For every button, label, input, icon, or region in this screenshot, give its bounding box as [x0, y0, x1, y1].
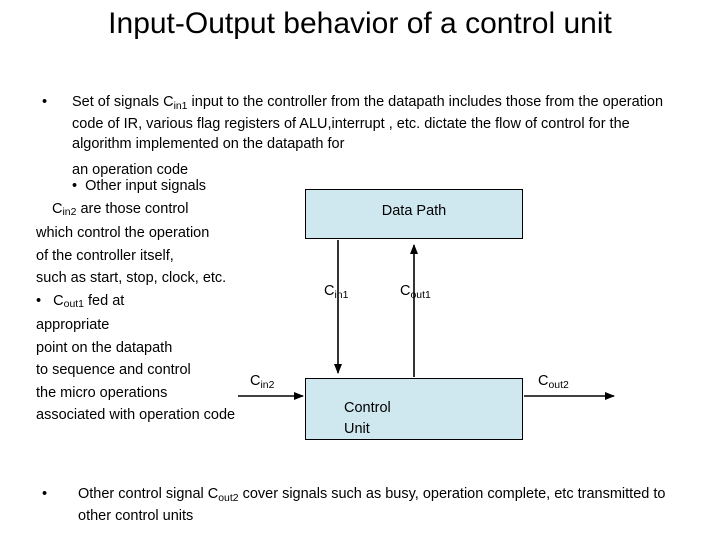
control-unit-label-line2: Unit — [344, 421, 370, 437]
datapath-box-label: Data Path — [381, 203, 447, 219]
list-item-label: point on the datapath — [36, 339, 173, 356]
label-cout2: Cout2 — [538, 373, 569, 391]
list-item: of the controller itself, — [36, 245, 336, 268]
datapath-box: Data Path — [305, 189, 523, 239]
list-item-label: of the controller itself, — [36, 247, 174, 264]
list-item: associated with operation code — [36, 404, 336, 427]
list-item-subscript: in2 — [62, 207, 77, 219]
bullet-1-continuation: an operation code — [72, 162, 189, 178]
list-item: point on the datapath — [36, 337, 336, 360]
list-item-label: associated with operation code — [36, 407, 236, 423]
list-item-label: which control the operation — [36, 225, 210, 241]
list-item: which control the operation — [36, 222, 336, 245]
bullet-2-text-part1: Other control signal C — [78, 486, 219, 502]
bullet-1-text: Set of signals Cin1 input to the control… — [72, 92, 684, 154]
label-cout2-sub: out2 — [548, 379, 569, 391]
label-cin1-base: C — [324, 283, 335, 299]
bullet-2-sub1: out2 — [218, 492, 239, 504]
label-cin2: Cin2 — [250, 373, 275, 391]
list-item-label: are those control — [76, 200, 189, 217]
list-item: the micro operations — [36, 382, 336, 405]
list-item-subscript: out1 — [63, 299, 84, 311]
list-item-label: fed at — [83, 292, 125, 309]
list-item-label: appropriate — [36, 317, 110, 333]
bullet-2-text-part2: cover signals such as busy, operation co… — [78, 486, 666, 524]
label-cout1: Cout1 — [400, 283, 431, 301]
bullet-1-text-part1: Set of signals C — [72, 94, 174, 110]
list-item: to sequence and control — [36, 359, 336, 382]
bullet-1-text-part2: input to the controller from the datapat… — [72, 94, 664, 152]
bullet-1-sub1: in1 — [173, 100, 188, 112]
label-cout2-base: C — [538, 373, 549, 389]
list-item-prefix: C — [53, 292, 64, 309]
label-cin1: Cin1 — [324, 283, 349, 301]
bullet-paragraph-2: • Other control signal Cout2 cover signa… — [36, 484, 696, 526]
list-item-label: to sequence and control — [36, 362, 191, 378]
page-title: Input-Output behavior of a control unit — [108, 7, 612, 40]
list-item-label: such as start, stop, clock, etc. — [36, 270, 227, 286]
label-cin2-sub: in2 — [260, 379, 275, 391]
label-cin2-base: C — [250, 373, 261, 389]
bullet-2-text: Other control signal Cout2 cover signals… — [78, 484, 696, 526]
control-unit-label-line1: Control — [344, 400, 391, 416]
list-item-prefix: C — [52, 200, 63, 217]
bullet-marker: • — [42, 486, 48, 502]
list-item-label: Other input signals — [85, 178, 207, 194]
list-item: appropriate — [36, 314, 336, 337]
label-cout1-base: C — [400, 283, 411, 299]
label-cout1-sub: out1 — [410, 289, 431, 301]
left-text-column: • Other input signals Cin2 are those con… — [36, 175, 336, 427]
list-item: • Cout1 fed at — [36, 290, 336, 315]
list-item: Cin2 are those control — [36, 198, 336, 223]
bullet-marker: • — [36, 292, 42, 309]
list-item-label: the micro operations — [36, 384, 168, 401]
bullet-marker: • — [42, 94, 48, 110]
list-item: • Other input signals — [36, 175, 336, 198]
list-item: such as start, stop, clock, etc. — [36, 267, 336, 290]
bullet-marker: • — [72, 178, 78, 194]
bullet-paragraph-1: • Set of signals Cin1 input to the contr… — [36, 92, 684, 180]
label-cin1-sub: in1 — [334, 289, 349, 301]
